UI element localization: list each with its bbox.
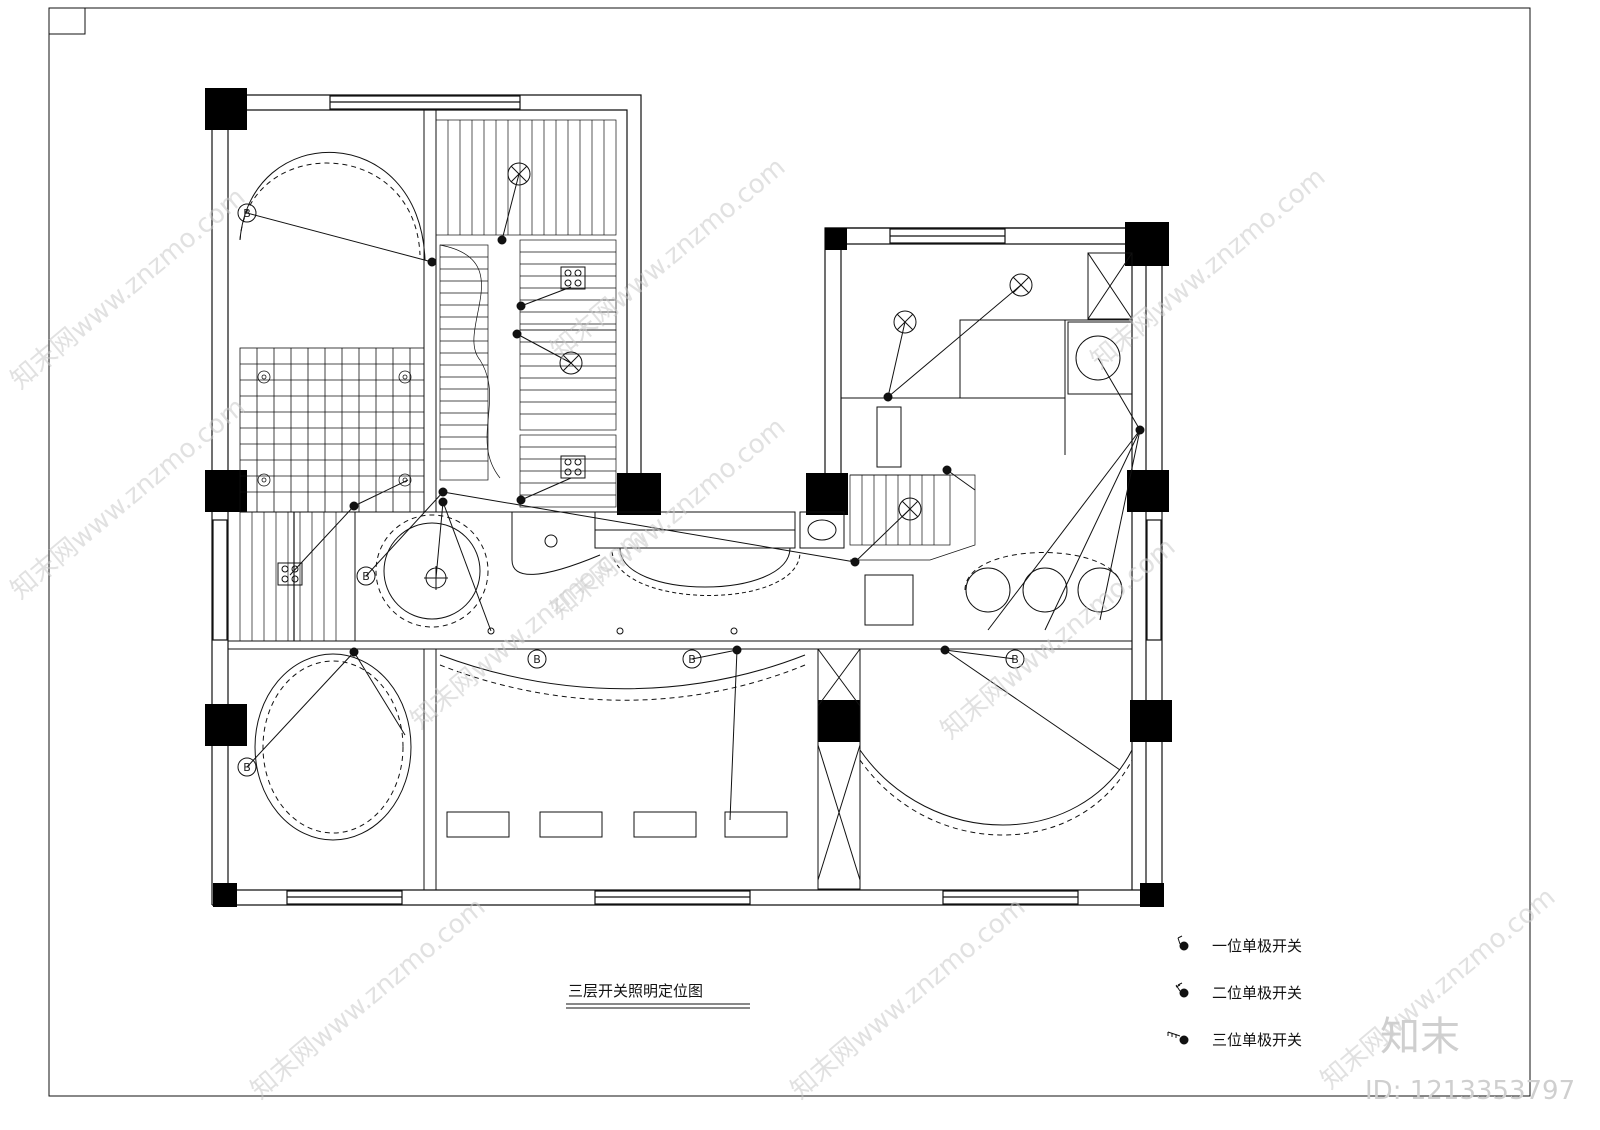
bulkhead-lamp-icon: [527, 649, 547, 669]
lamp-label: B: [1011, 653, 1019, 666]
watermark: 知末网www.znzmo.com: [545, 152, 791, 365]
switches: [349, 235, 1145, 657]
downlight-panel-icon: [560, 266, 586, 290]
single-pole-switch-1-icon: [516, 495, 526, 505]
single-pole-switch-1-icon: [940, 645, 950, 655]
bulkhead-lamp-icon: [237, 203, 257, 223]
bulkhead-lamp-icon: [1005, 649, 1025, 669]
single-pole-switch-1-icon: [512, 329, 522, 339]
single-pole-switch-2-icon: [1175, 982, 1189, 998]
single-pole-switch-3-icon: [850, 557, 860, 567]
drawing-title: 三层开关照明定位图: [566, 982, 750, 1009]
cove-lighting: [239, 151, 1133, 841]
interior-walls: [228, 110, 1133, 890]
legend-label: 一位单极开关: [1212, 937, 1302, 955]
single-pole-switch-1-icon: [883, 392, 893, 402]
watermark: 知末网www.znzmo.com: [5, 182, 251, 395]
downlight-panel-icon: [560, 455, 586, 479]
single-pole-switch-1-icon: [516, 301, 526, 311]
single-pole-switch-1-icon: [942, 465, 952, 475]
single-pole-switch-1-icon: [349, 501, 359, 511]
single-pole-switch-1-icon: [427, 257, 437, 267]
single-pole-switch-1-icon: [1177, 935, 1189, 951]
lamp-label: B: [362, 570, 370, 583]
legend-item-2: 二位单极开关: [1175, 982, 1302, 1002]
lamp-label: B: [533, 653, 541, 666]
lamp-label: B: [688, 653, 696, 666]
drawing-frame: [48, 7, 1531, 1097]
lamp-label: B: [243, 761, 251, 774]
legend-item-1: 一位单极开关: [1177, 935, 1302, 955]
watermark: 知末网www.znzmo.com: [1085, 162, 1331, 375]
legend: 一位单极开关 二位单极开关 三位单极开关: [1167, 935, 1302, 1049]
downlight-panel-icon: [277, 562, 303, 586]
single-pole-switch-2-icon: [438, 497, 448, 507]
bulkhead-lamp-icon: [356, 566, 376, 586]
watermark: 知末网www.znzmo.com: [785, 892, 1031, 1105]
watermark: 知末网www.znzmo.com: [1315, 882, 1561, 1095]
single-pole-switch-3-icon: [1135, 425, 1145, 435]
legend-label: 三位单极开关: [1212, 1031, 1302, 1049]
single-pole-switch-3-icon: [438, 487, 448, 497]
bulkhead-lamp-icon: [237, 757, 257, 777]
legend-item-3: 三位单极开关: [1167, 1031, 1302, 1049]
legend-label: 二位单极开关: [1212, 984, 1302, 1002]
watermarks: 知末网www.znzmo.com 知末网www.znzmo.com 知末网www…: [5, 152, 1575, 1106]
watermark: 知末网www.znzmo.com: [405, 522, 651, 735]
bulkhead-lamp-icon: [682, 649, 702, 669]
watermark-brand: 知末: [1380, 1014, 1460, 1060]
switch-wiring: [246, 173, 1141, 821]
light-fixtures: [237, 162, 1033, 777]
grid-ceiling: [239, 347, 425, 513]
watermark-id: ID: 1213353797: [1365, 1076, 1575, 1106]
watermark: 知末网www.znzmo.com: [245, 892, 491, 1105]
single-pole-switch-1-icon: [349, 647, 359, 657]
single-pole-switch-1-icon: [497, 235, 507, 245]
page-title: 三层开关照明定位图: [568, 982, 703, 1000]
single-pole-switch-3-icon: [1167, 1031, 1189, 1045]
single-pole-switch-3-icon: [732, 645, 742, 655]
